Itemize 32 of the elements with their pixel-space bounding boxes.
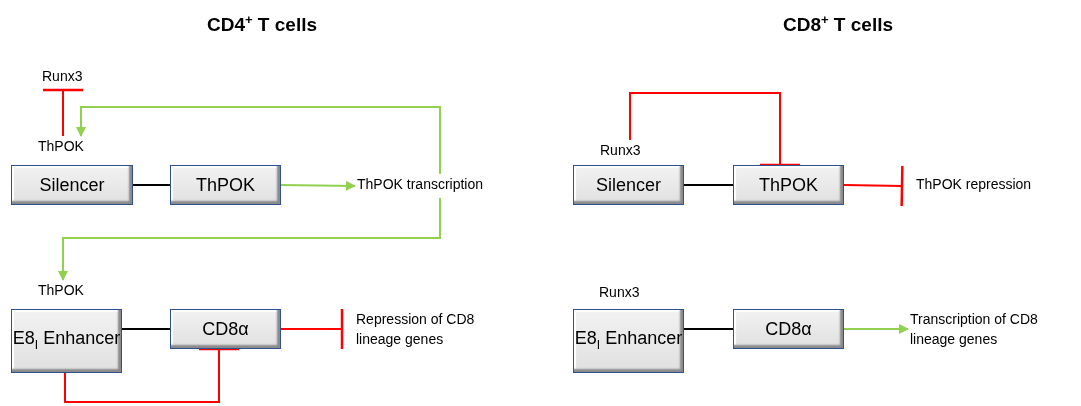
inhibition-line (41, 88, 85, 137)
gene-box: E8$_{I}$ Enhancer (11, 309, 122, 373)
activation-arrow (76, 106, 441, 175)
inhibition-line (280, 307, 344, 351)
gene-label: ThPOK repression (902, 174, 1034, 198)
gene-label: Runx3 (598, 140, 643, 164)
activation-arrow (280, 180, 356, 191)
inhibition-line (629, 92, 802, 167)
gene-box: Silencer (573, 165, 684, 205)
connector-line (683, 184, 734, 186)
gene-box: ThPOK (733, 165, 844, 205)
connector-line (683, 328, 734, 330)
gene-box: E8$_{I}$ Enhancer (573, 309, 684, 373)
inhibition-line (843, 164, 904, 208)
panel-title: CD4$^{+}$ T cells (207, 12, 317, 37)
gene-box: CD8α (170, 309, 281, 349)
gene-label: ThPOK transcription (355, 174, 486, 198)
gene-label: ThPOK (36, 136, 86, 160)
gene-label: Runx3 (597, 282, 642, 306)
gene-label: Transcription of CD8 lineage genes (908, 309, 1080, 353)
gene-label: ThPOK (36, 280, 86, 304)
gene-label: Repression of CD8 lineage genes (342, 309, 522, 353)
panel-title: CD8$^{+}$ T cells (783, 12, 893, 37)
gene-box: Silencer (11, 165, 133, 205)
connector-line (132, 184, 171, 186)
activation-arrow (58, 197, 441, 281)
inhibition-line (64, 347, 241, 403)
gene-box: ThPOK (170, 165, 281, 205)
gene-label: Runx3 (40, 66, 85, 90)
gene-box: CD8α (733, 309, 844, 349)
activation-arrow (843, 324, 909, 334)
connector-line (121, 328, 171, 330)
